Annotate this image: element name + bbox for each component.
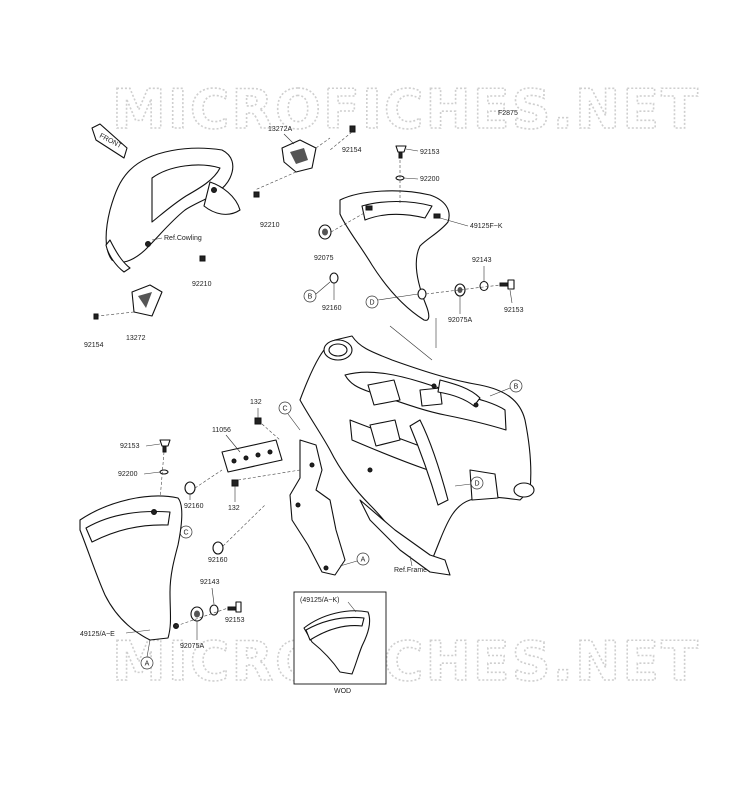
label-92153-right: 92153 — [504, 307, 524, 314]
label-92143-bottom: 92143 — [200, 579, 220, 586]
inset-caption: WOD — [334, 688, 351, 695]
label-92160-b: 92160 — [208, 557, 228, 564]
ref-circle-a-frame — [356, 552, 370, 566]
label-92143-top: 92143 — [472, 257, 492, 264]
label-92200-left: 92200 — [118, 471, 138, 478]
ref-circle-b-right — [509, 379, 523, 393]
bracket-11056 — [221, 439, 283, 473]
inset-title: (49125/A~K) — [300, 597, 340, 604]
label-92160-top: 92160 — [322, 305, 342, 312]
side-stay — [289, 439, 346, 576]
frame — [299, 335, 535, 576]
label-49125fk: 49125F~K — [470, 223, 503, 230]
ref-b-left: B — [308, 294, 313, 301]
label-92200-top: 92200 — [420, 176, 440, 183]
label-92075-top: 92075 — [314, 255, 334, 262]
label-92075a-top: 92075A — [448, 317, 472, 324]
bolt-92153-top — [395, 145, 407, 159]
ref-a-bottom: A — [145, 661, 150, 668]
label-92153-left: 92153 — [120, 443, 140, 450]
inset-box — [293, 591, 387, 685]
label-132-a: 132 — [250, 399, 262, 406]
bolt-92154-top — [349, 125, 356, 133]
front-arrow-icon: FRONT — [91, 123, 128, 159]
ref-cowling-label: Ref.Cowling — [164, 235, 202, 242]
grommet-92160-b — [212, 541, 224, 555]
label-92154-top: 92154 — [342, 147, 362, 154]
watermark-bottom: MICROFICHES.NET — [112, 630, 700, 693]
washer-92143-bottom — [209, 604, 219, 616]
ref-d-mid: D — [369, 300, 374, 307]
ref-circle-b-left — [303, 289, 317, 303]
ref-circle-d-mid — [365, 295, 379, 309]
label-92075a-bottom: 92075A — [180, 643, 204, 650]
ref-circle-d-frame — [470, 476, 484, 490]
bolt-92153-bottom — [227, 601, 242, 613]
ref-frame-label: Ref.Frame — [394, 567, 427, 574]
label-92153-bottom: 92153 — [225, 617, 245, 624]
shroud-lower-left — [79, 495, 183, 641]
bolt-92154-left — [93, 313, 99, 320]
watermark-top: MICROFICHES.NET — [112, 78, 700, 141]
ref-circle-c-top — [278, 401, 292, 415]
ref-c-top: C — [282, 406, 287, 413]
ref-c-left: C — [183, 530, 188, 537]
label-92210-b: 92210 — [192, 281, 212, 288]
ref-b-right: B — [514, 384, 519, 391]
label-11056: 11056 — [212, 427, 231, 434]
bracket-13272 — [131, 284, 163, 317]
bracket-13272a — [281, 139, 317, 173]
grommet-92160-a — [184, 481, 196, 495]
grommet-92160-top — [329, 272, 339, 284]
bolt-92153-right — [499, 279, 515, 290]
label-13272: 13272 — [126, 335, 146, 342]
label-92210-a: 92210 — [260, 222, 280, 229]
figure-code: F2875 — [498, 110, 518, 117]
bolt-132-b — [231, 479, 239, 487]
label-132-b: 132 — [228, 505, 240, 512]
bolt-132-a — [254, 417, 262, 425]
ref-d-frame: D — [474, 481, 479, 488]
upper-cowling — [105, 147, 241, 273]
ref-a-frame: A — [361, 557, 366, 564]
label-92160-a: 92160 — [184, 503, 204, 510]
label-13272a: 13272A — [268, 126, 292, 133]
shroud-upper-right — [339, 190, 450, 321]
washer-92200-left — [159, 469, 169, 475]
nut-92210-a — [253, 191, 260, 198]
grommet-92075-top — [318, 224, 332, 240]
nut-92210-b — [199, 255, 206, 262]
bolt-92153-left — [159, 439, 171, 453]
label-49125ae: 49125/A~E — [80, 631, 115, 638]
label-92153-top: 92153 — [420, 149, 440, 156]
washer-92143-top — [479, 280, 489, 292]
label-92154-left: 92154 — [84, 342, 104, 349]
